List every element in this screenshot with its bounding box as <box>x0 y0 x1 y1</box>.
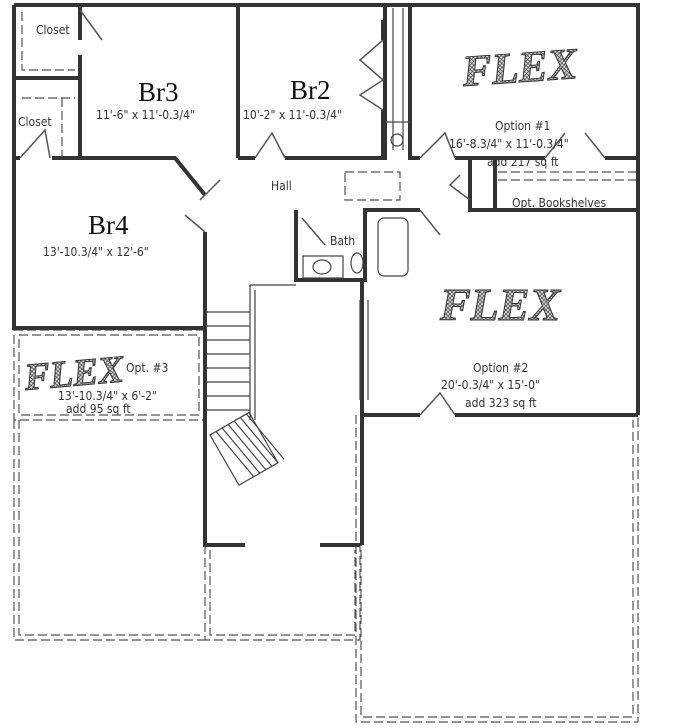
br3-dims: 11'-6" x 11'-0.3/4" <box>96 108 195 122</box>
option1-dims: 16'-8.3/4" x 11'-0.3/4" <box>449 137 569 151</box>
option2-add: add 323 sq ft <box>465 396 537 410</box>
flex-logo-option1: FLEX <box>460 39 581 96</box>
bath-fixtures <box>302 133 409 279</box>
closet-top-label: Closet <box>36 23 70 37</box>
stair-tread <box>239 417 279 464</box>
option3-dims: 13'-10.3/4" x 6'-2" <box>58 389 157 403</box>
stair-flight-lower <box>209 411 285 487</box>
stair-flight-outline <box>209 411 279 487</box>
walls <box>12 3 640 547</box>
br4-title: Br4 <box>88 210 129 240</box>
br2-dims: 10'-2" x 11'-0.3/4" <box>243 108 342 122</box>
doors[interactable] <box>19 9 606 416</box>
br3-title: Br3 <box>138 77 179 107</box>
flex-logo-option2: FLEX <box>439 279 561 330</box>
stair-tread <box>215 431 255 478</box>
vanity <box>302 255 344 279</box>
bath-label: Bath <box>330 234 355 248</box>
stair-tread <box>227 424 267 471</box>
option1-title: Option #1 <box>495 119 550 133</box>
option2-title: Option #2 <box>473 361 528 375</box>
toilet <box>350 252 364 274</box>
option3-title: Opt. #3 <box>126 361 168 375</box>
bathtub <box>377 217 409 277</box>
closet-fixture <box>390 133 404 147</box>
option1-add: add 217 sq ft <box>487 155 559 169</box>
sink <box>312 259 332 275</box>
option3-add: add 95 sq ft <box>66 402 131 416</box>
hall-label: Hall <box>271 179 292 193</box>
staircase[interactable] <box>207 311 285 487</box>
br4-dims: 13'-10.3/4" x 12'-6" <box>43 245 149 259</box>
stair-tread <box>245 413 285 460</box>
option2-dims: 20'-0.3/4" x 15'-0" <box>441 378 540 392</box>
dashed-outlines <box>13 5 639 723</box>
flex-logo-option3: FLEX <box>22 348 127 399</box>
closet-mid-label: Closet <box>18 115 52 129</box>
stair-tread <box>233 420 273 467</box>
br2-title: Br2 <box>290 75 331 105</box>
stair-tread <box>221 427 261 474</box>
bookshelves-label: Opt. Bookshelves <box>512 196 606 210</box>
